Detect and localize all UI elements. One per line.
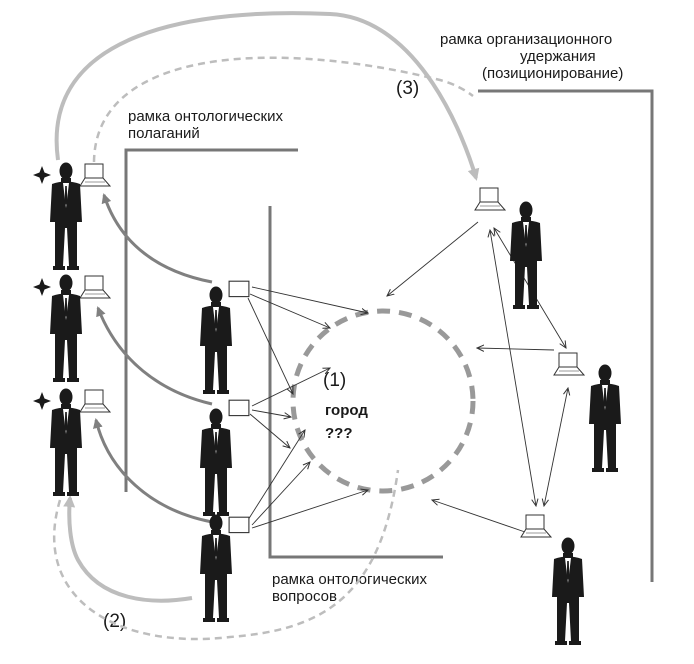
arrow-mid1-left1 xyxy=(101,193,213,284)
frame-onto-pol-label-1: рамка онтологических xyxy=(128,108,283,125)
person-icon xyxy=(589,364,621,472)
frame-onto-q-label-1: рамка онтологических xyxy=(272,571,427,588)
frame-ontological-positing xyxy=(124,148,298,492)
arc-dashed-top xyxy=(92,56,474,163)
laptop-icon xyxy=(520,514,552,538)
center-label: город xyxy=(325,402,368,419)
person-icon xyxy=(200,286,232,394)
person-icon xyxy=(200,408,232,516)
screen-icon xyxy=(228,399,250,417)
laptop-icon xyxy=(79,389,111,413)
thin-arrows-middle xyxy=(247,286,368,529)
laptop-icon xyxy=(553,352,585,376)
frame-org-label-3: (позиционирование) xyxy=(482,65,623,82)
laptop-icon xyxy=(79,275,111,299)
arc-dashed-bottom xyxy=(53,469,400,641)
person-icon xyxy=(50,274,82,382)
frame-organizational xyxy=(478,89,654,582)
arrow-mid2-left2 xyxy=(96,306,213,406)
screen-icon xyxy=(228,280,250,298)
marker-3: (3) xyxy=(396,78,419,99)
person-icon xyxy=(200,514,232,622)
arc-arrow-2 xyxy=(63,495,193,603)
arrow-mid3-left3 xyxy=(93,418,213,524)
laptop-icon xyxy=(79,163,111,187)
star-icon xyxy=(33,392,51,410)
person-icon xyxy=(510,201,542,309)
arc-arrow-3 xyxy=(54,11,480,181)
marker-2: (2) xyxy=(103,611,126,632)
screen-icon xyxy=(228,516,250,534)
person-icon xyxy=(552,537,584,645)
marker-1: (1) xyxy=(323,370,346,391)
frame-onto-q-label-2: вопросов xyxy=(272,588,337,605)
center-question: ??? xyxy=(325,425,353,442)
person-icon xyxy=(50,162,82,270)
thin-arrows-right xyxy=(387,221,568,533)
city-circle xyxy=(290,308,476,494)
star-icon xyxy=(33,166,51,184)
frame-org-label-2: удержания xyxy=(520,48,596,65)
frame-onto-pol-label-2: полаганий xyxy=(128,125,200,142)
frame-org-label-1: рамка организационного xyxy=(440,31,612,48)
frame-ontological-questions xyxy=(268,206,443,559)
star-icon xyxy=(33,278,51,296)
person-icon xyxy=(50,388,82,496)
laptop-icon xyxy=(474,187,506,211)
